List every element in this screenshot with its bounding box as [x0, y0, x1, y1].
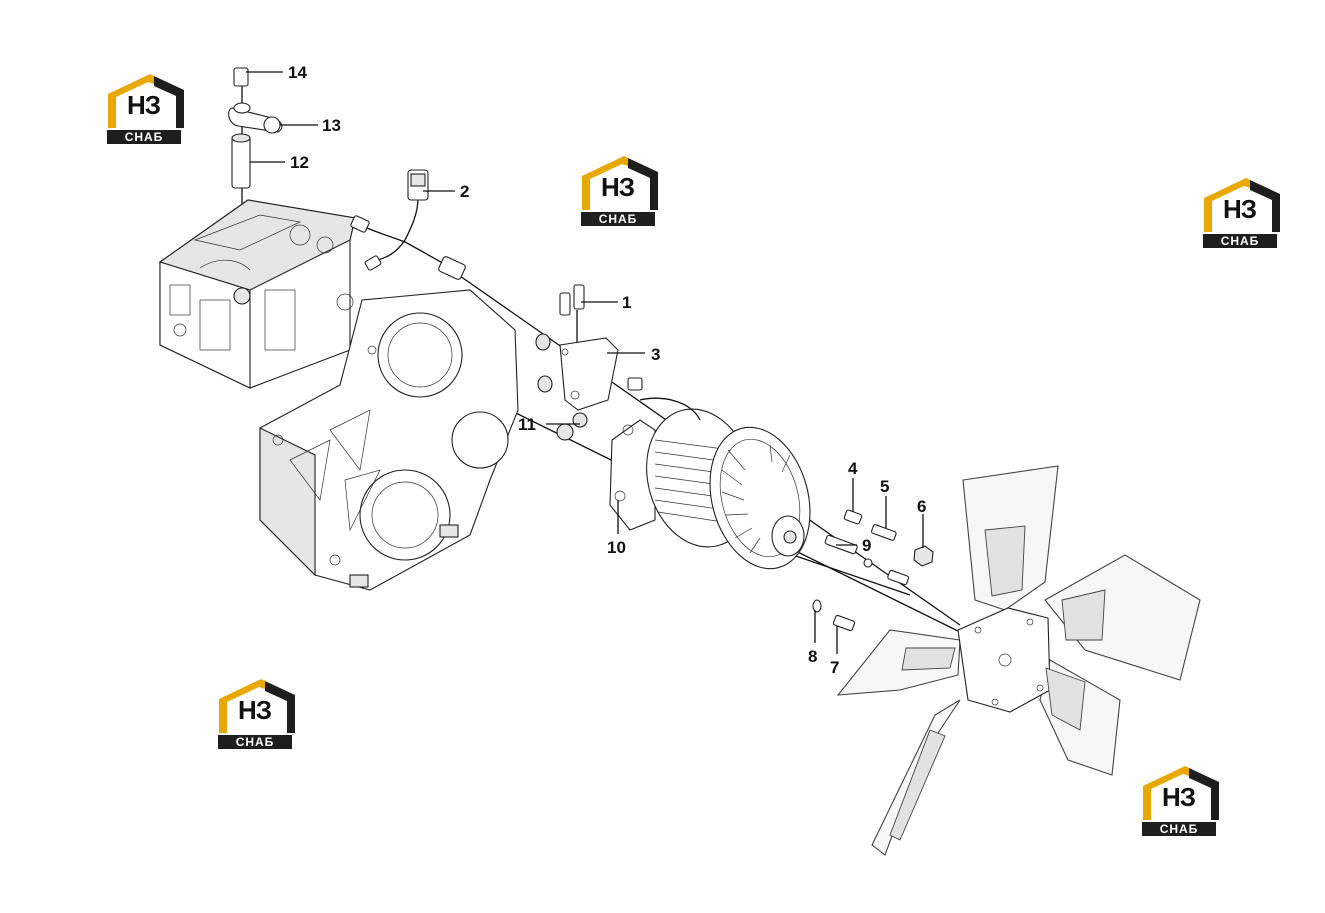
callout-8: 8 — [808, 647, 817, 666]
cooling-fan — [836, 465, 1201, 856]
logo-text: НЗ — [1162, 782, 1196, 812]
nut-11b — [556, 423, 574, 441]
watermark-logo: НЗ СНАБ — [580, 154, 660, 228]
cylinder-head — [158, 199, 356, 389]
callout-9: 9 — [862, 536, 871, 555]
stud-5 — [871, 524, 897, 541]
logo-text: НЗ — [238, 695, 272, 725]
callout-6: 6 — [917, 497, 926, 516]
callout-4: 4 — [848, 459, 858, 478]
bolt-1b — [573, 284, 585, 310]
bracket-group — [535, 284, 619, 441]
callout-13: 13 — [322, 116, 341, 135]
bracket-3 — [559, 337, 619, 411]
callout-labels: 1 2 3 4 5 6 7 8 9 10 11 12 13 14 — [288, 63, 926, 677]
callout-3: 3 — [651, 345, 660, 364]
alternator — [609, 377, 811, 570]
watermark-logo: НЗ СНАБ — [1202, 176, 1282, 250]
logo-text: НЗ — [601, 172, 635, 202]
gear-housing — [259, 289, 519, 591]
wiring-harness — [350, 169, 466, 280]
watermark-logo: НЗ СНАБ — [217, 677, 297, 751]
logo-subtext: СНАБ — [1142, 822, 1216, 836]
washer-8 — [812, 599, 822, 613]
callout-12: 12 — [290, 153, 309, 172]
spacer-12 — [231, 135, 251, 189]
logo-subtext: СНАБ — [218, 735, 292, 749]
callout-leaders — [246, 71, 924, 654]
callout-11: 11 — [518, 415, 536, 434]
bolt-7 — [832, 614, 856, 632]
callout-7: 7 — [830, 658, 839, 677]
callout-1: 1 — [622, 293, 631, 312]
logo-subtext: СНАБ — [107, 130, 181, 144]
callout-5: 5 — [880, 477, 889, 496]
watermark-logo: НЗ СНАБ — [1141, 764, 1221, 838]
bolt-4 — [843, 509, 863, 525]
nut-11a — [572, 412, 588, 428]
stud-stack — [228, 67, 283, 189]
fasteners — [812, 509, 934, 632]
logo-subtext: СНАБ — [581, 212, 655, 226]
callout-2: 2 — [460, 182, 469, 201]
logo-text: НЗ — [1223, 194, 1257, 224]
callout-14: 14 — [288, 63, 307, 82]
logo-text: НЗ — [127, 90, 161, 120]
bolt-14 — [233, 67, 249, 87]
nut-6 — [913, 545, 934, 567]
watermark-logo: НЗ СНАБ — [106, 72, 186, 146]
bolt-1a — [559, 292, 571, 316]
logo-subtext: СНАБ — [1203, 234, 1277, 248]
callout-10: 10 — [607, 538, 626, 557]
